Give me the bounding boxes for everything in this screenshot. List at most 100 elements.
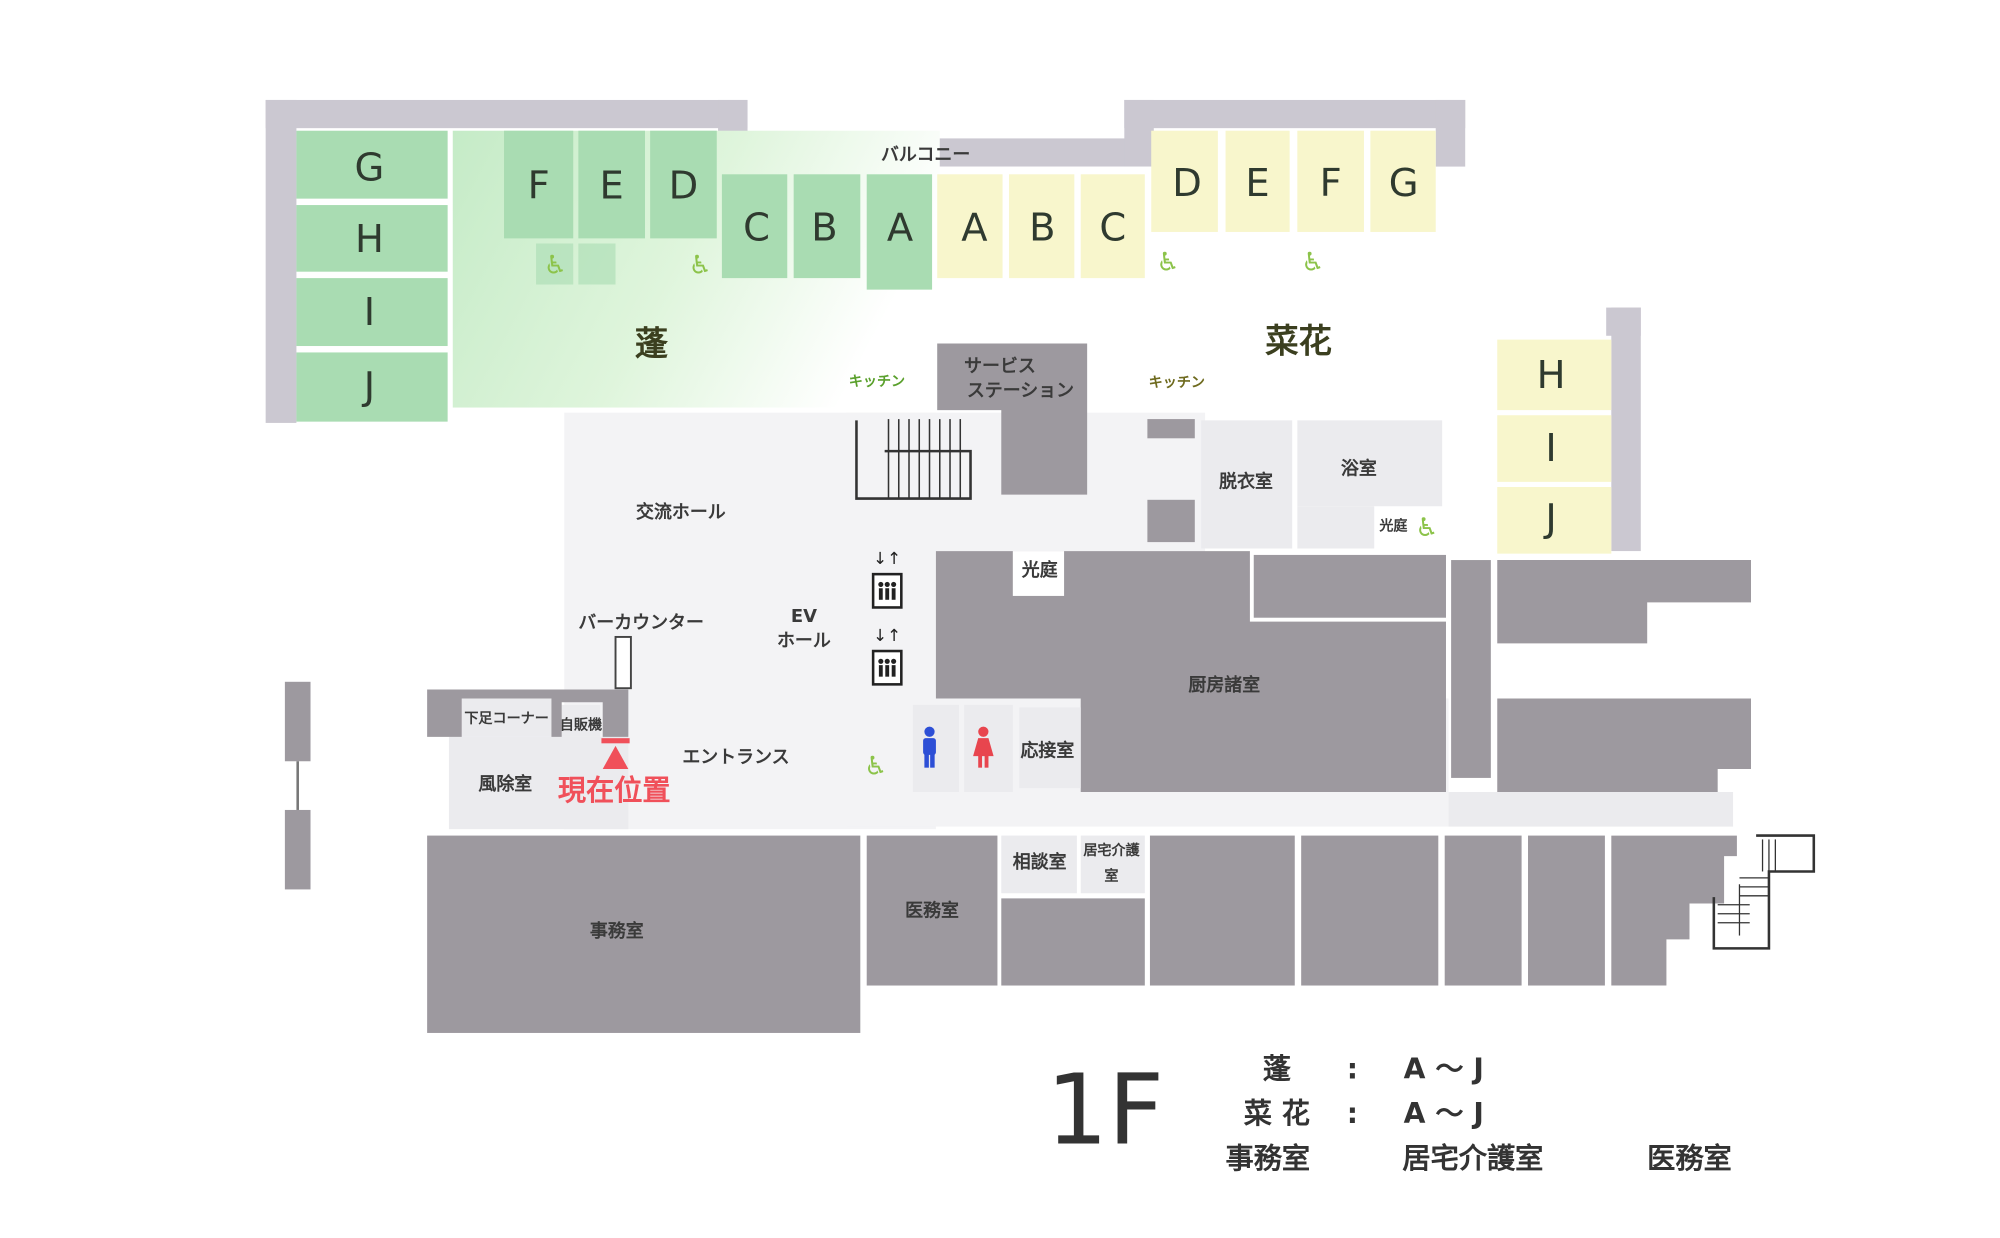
room-label: D (669, 163, 699, 208)
hou-room-e (578, 130, 646, 239)
svg-text:↓↑: ↓↑ (873, 549, 901, 568)
hou-room-b (793, 174, 861, 279)
current-location-label: 現在位置 (558, 774, 671, 807)
nanohana-room-b (1008, 174, 1075, 279)
nanohana-room-g (1370, 130, 1436, 232)
reception-room-label: 応接室 (1021, 740, 1075, 762)
svg-text:↓↑: ↓↑ (873, 626, 901, 645)
staircase-icon (855, 419, 972, 500)
staircase-icon (1712, 834, 1816, 950)
room-label: E (600, 163, 624, 208)
service-station-room (937, 343, 1088, 495)
vending-label: 自販機 (560, 716, 602, 733)
office-room (427, 835, 861, 1033)
elevator-icon: ↓↑ (871, 626, 903, 686)
home-care-room-label: 居宅介護 (1083, 842, 1140, 859)
legend-range: A ～ J (1404, 1052, 1484, 1085)
legend-facility: 事務室 (1226, 1142, 1311, 1175)
room-label: H (1537, 353, 1566, 398)
elevator-icon: ↓↑ (871, 549, 903, 609)
kitchen-rooms-block (935, 551, 1446, 793)
nanohana-room-labels: A B C D E F G H I J (961, 161, 1565, 542)
wheelchair-icon: ♿ (689, 250, 712, 280)
hou-room-a (866, 174, 933, 290)
wheelchair-icon: ♿ (544, 250, 567, 280)
room-label: G (355, 145, 385, 190)
nanohana-room-h (1497, 339, 1612, 411)
legend-ward: 菜 花 (1244, 1097, 1310, 1130)
nanohana-room-a (937, 174, 1003, 279)
room-label: C (743, 206, 770, 251)
room-label: E (1245, 161, 1269, 206)
ev-hall-label: EV (791, 606, 817, 627)
bathroom-label: 浴室 (1341, 458, 1377, 480)
women-toilet-icon (973, 726, 994, 768)
legend-sep: : (1347, 1052, 1358, 1085)
room-label: I (1545, 426, 1556, 471)
room-label: I (364, 290, 375, 335)
service-station-label: サービス (964, 356, 1036, 377)
bar-counter (614, 635, 632, 690)
reception-room (1019, 707, 1081, 789)
changing-room-label: 脱衣室 (1219, 470, 1273, 492)
legend-sep: : (1347, 1097, 1358, 1130)
legend-ward: 蓬 (1263, 1052, 1292, 1085)
wheelchair-icon: ♿ (1301, 248, 1324, 278)
hou-room-j (296, 352, 448, 422)
home-care-room (1080, 835, 1145, 894)
medical-office-label: 医務室 (905, 900, 959, 922)
room-label: H (355, 217, 384, 262)
nanohana-room-j (1497, 486, 1612, 554)
service-rooms (284, 343, 1752, 1033)
pillar (284, 681, 311, 762)
nanohana-room-i (1497, 415, 1612, 482)
ward-name-nanohana: 菜花 (1265, 321, 1332, 360)
ward-name-hou: 蓬 (635, 324, 669, 363)
kitchen-rooms-label: 厨房諸室 (1188, 674, 1260, 696)
room-label: J (362, 365, 375, 410)
medical-office-room (866, 835, 998, 986)
hou-rooms (296, 130, 933, 422)
windbreak-room-label: 風除室 (478, 773, 532, 795)
legend: 蓬 : A ～ J 菜 花 : A ～ J 事務室 居宅介護室 医務室 (1226, 1052, 1732, 1175)
kitchen-label: キッチン (849, 374, 905, 390)
nanohana-rooms (937, 130, 1612, 554)
legend-facility: 居宅介護室 (1402, 1142, 1543, 1175)
ev-hall-label: ホール (777, 630, 831, 651)
accessible-icons: ♿ ♿ ♿ ♿ ♿ ♿ (544, 248, 1438, 782)
nanohana-room-e (1225, 130, 1290, 232)
room-label: F (1320, 161, 1342, 206)
nanohana-room-d (1151, 130, 1218, 232)
room-label: D (1172, 161, 1202, 206)
entrance-label: エントランス (682, 747, 789, 768)
exchange-hall-label: 交流ホール (636, 501, 726, 523)
wheelchair-icon: ♿ (1415, 513, 1438, 543)
nanohana-room-f (1297, 130, 1364, 232)
wheelchair-icon: ♿ (1156, 248, 1179, 278)
service-station-label: ステーション (967, 380, 1074, 401)
consultation-room-label: 相談室 (1013, 851, 1067, 873)
room-label: C (1099, 206, 1126, 251)
light-court-box (1012, 551, 1065, 596)
wheelchair-icon: ♿ (864, 751, 887, 781)
hou-room-f (504, 130, 574, 239)
hou-room-d (650, 130, 717, 239)
hou-room-i (296, 278, 448, 347)
light-court-label: 光庭 (1378, 518, 1408, 535)
room-label: A (887, 206, 913, 251)
room-label: F (528, 163, 550, 208)
men-toilet-icon (923, 726, 936, 768)
kitchen-label: キッチン (1149, 375, 1205, 391)
room-label: B (811, 206, 837, 251)
home-care-room-label: 室 (1104, 868, 1118, 885)
balcony-label: バルコニー (881, 145, 970, 166)
room-label: G (1389, 161, 1419, 206)
consultation-room (1001, 835, 1077, 894)
legend-facility: 医務室 (1647, 1142, 1732, 1175)
legend-range: A ～ J (1404, 1097, 1484, 1130)
room-label: A (961, 206, 987, 251)
floor-number: 1F (1046, 1053, 1164, 1166)
hou-room-c (721, 174, 788, 279)
hou-room-h (296, 205, 448, 272)
